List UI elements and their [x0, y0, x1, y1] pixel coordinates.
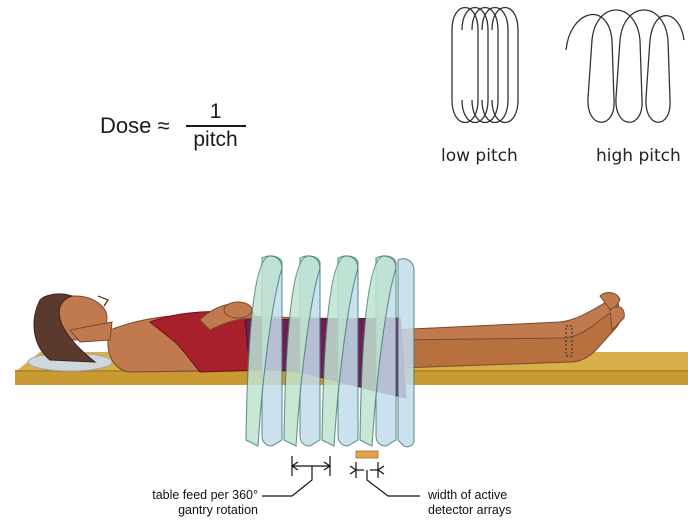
table-feed-line1: table feed per 360°	[98, 488, 258, 503]
helix-coil-4	[360, 256, 414, 447]
low-pitch-label: low pitch	[441, 146, 518, 166]
detector-width-marker	[350, 451, 420, 496]
low-pitch-helix	[452, 8, 518, 123]
detector-line2: detector arrays	[428, 503, 578, 518]
helix-coil-1	[246, 256, 282, 446]
detector-bar	[356, 451, 378, 458]
table-feed-line2: gantry rotation	[98, 503, 258, 518]
xray-helix-beam	[246, 256, 414, 447]
helix-coil-3	[322, 256, 358, 446]
detector-line1: width of active	[428, 488, 578, 503]
helix-coil-2	[284, 256, 320, 446]
table-feed-annotation: table feed per 360° gantry rotation	[98, 488, 258, 518]
detector-width-annotation: width of active detector arrays	[428, 488, 578, 518]
high-pitch-helix	[566, 10, 684, 122]
table-feed-marker	[262, 456, 330, 496]
high-pitch-label: high pitch	[596, 146, 681, 166]
